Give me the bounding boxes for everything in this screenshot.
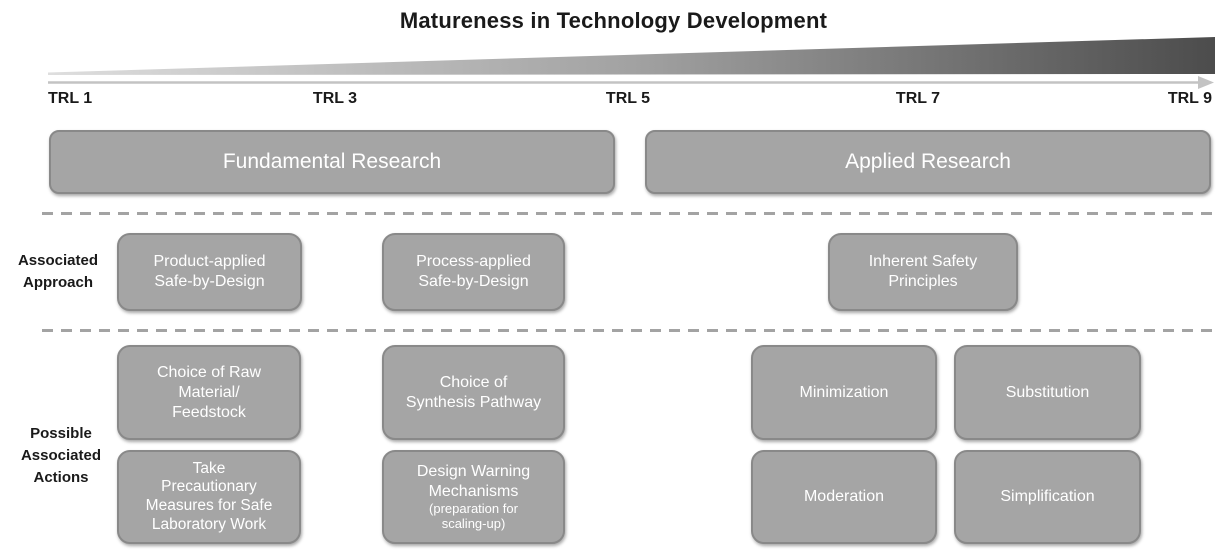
action-box-minimization: Minimization bbox=[751, 345, 937, 440]
trl-5-label: TRL 5 bbox=[605, 90, 651, 107]
approach-box-inherent-safety-principles: Inherent Safety Principles bbox=[828, 233, 1018, 311]
dashed-separator-bottom bbox=[42, 329, 1217, 332]
dashed-separator-top bbox=[42, 212, 1217, 215]
action-box-choice-raw-material: Choice of Raw Material/ Feedstock bbox=[117, 345, 301, 440]
maturity-gradient-wedge bbox=[48, 37, 1215, 75]
approach-box-process-applied-sbd: Process-applied Safe-by-Design bbox=[382, 233, 565, 311]
phase-box-fundamental-research: Fundamental Research bbox=[49, 130, 615, 194]
trl-3-label: TRL 3 bbox=[312, 90, 358, 107]
action-box-simplification: Simplification bbox=[954, 450, 1141, 544]
row-label-possible-associated-actions: Possible Associated Actions bbox=[20, 425, 102, 486]
diagram-title: Matureness in Technology Development bbox=[399, 8, 828, 33]
approach-box-product-applied-sbd: Product-applied Safe-by-Design bbox=[117, 233, 302, 311]
action-box-choice-synthesis-pathway: Choice of Synthesis Pathway bbox=[382, 345, 565, 440]
trl-9-label: TRL 9 bbox=[1167, 90, 1212, 107]
arrowhead-right-icon bbox=[1198, 76, 1214, 89]
phase-box-applied-research: Applied Research bbox=[645, 130, 1211, 194]
action-box-main-label: Design Warning Mechanisms bbox=[416, 463, 531, 501]
action-box-design-warning-mechanisms: Design Warning Mechanisms (preparation f… bbox=[382, 450, 565, 544]
action-box-substitution: Substitution bbox=[954, 345, 1141, 440]
action-box-moderation: Moderation bbox=[751, 450, 937, 544]
row-label-associated-approach: Associated Approach bbox=[17, 252, 99, 291]
trl-1-label: TRL 1 bbox=[48, 90, 93, 107]
action-box-precautionary-measures: Take Precautionary Measures for Safe Lab… bbox=[117, 450, 301, 544]
action-box-sub-label: (preparation for scaling-up) bbox=[429, 501, 518, 531]
maturity-timeline bbox=[48, 37, 1215, 89]
trl-7-label: TRL 7 bbox=[895, 90, 941, 107]
